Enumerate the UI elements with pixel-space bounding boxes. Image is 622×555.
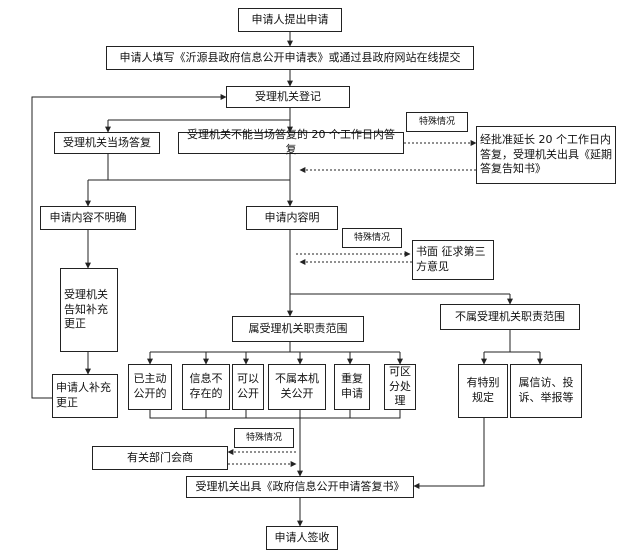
- node-third-party: 书面 征求第三方意见: [412, 240, 494, 280]
- node-can-public: 可以公开: [232, 364, 264, 410]
- node-register: 受理机关登记: [226, 86, 350, 108]
- node-answer-now: 受理机关当场答复: [54, 132, 160, 154]
- node-fill-form: 申请人填写《沂源县政府信息公开申请表》或通过县政府网站在线提交: [106, 46, 474, 70]
- node-special-rule: 有特别规定: [458, 364, 508, 418]
- node-extend: 经批准延长 20 个工作日内答复，受理机关出具《延期答复告知书》: [476, 126, 616, 184]
- node-not-public: 不属本机关公开: [268, 364, 326, 410]
- node-out-scope: 不属受理机关职责范围: [440, 304, 580, 330]
- node-apply: 申请人提出申请: [238, 8, 342, 32]
- node-repeat: 重复申请: [334, 364, 370, 410]
- node-petition: 属信访、投诉、举报等: [510, 364, 582, 418]
- node-consult: 有关部门会商: [92, 446, 228, 470]
- node-public: 已主动公开的: [128, 364, 172, 410]
- node-reply-letter: 受理机关出具《政府信息公开申请答复书》: [186, 476, 414, 498]
- node-separable: 可区分处理: [384, 364, 416, 410]
- node-answer-20days: 受理机关不能当场答复的 20 个工作日内答复: [178, 128, 404, 156]
- node-special-3: 特殊情况: [234, 428, 294, 448]
- node-special-1: 特殊情况: [406, 112, 468, 132]
- node-in-scope: 属受理机关职责范围: [232, 316, 364, 342]
- node-unclear: 申请内容不明确: [40, 206, 136, 230]
- node-clear: 申请内容明: [246, 206, 338, 230]
- node-sign: 申请人签收: [266, 526, 338, 550]
- node-special-2: 特殊情况: [342, 228, 402, 248]
- node-applicant-fix: 申请人补充更正: [52, 374, 118, 418]
- node-notify-fix: 受理机关告知补充更正: [60, 268, 118, 352]
- node-not-exist: 信息不存在的: [182, 364, 230, 410]
